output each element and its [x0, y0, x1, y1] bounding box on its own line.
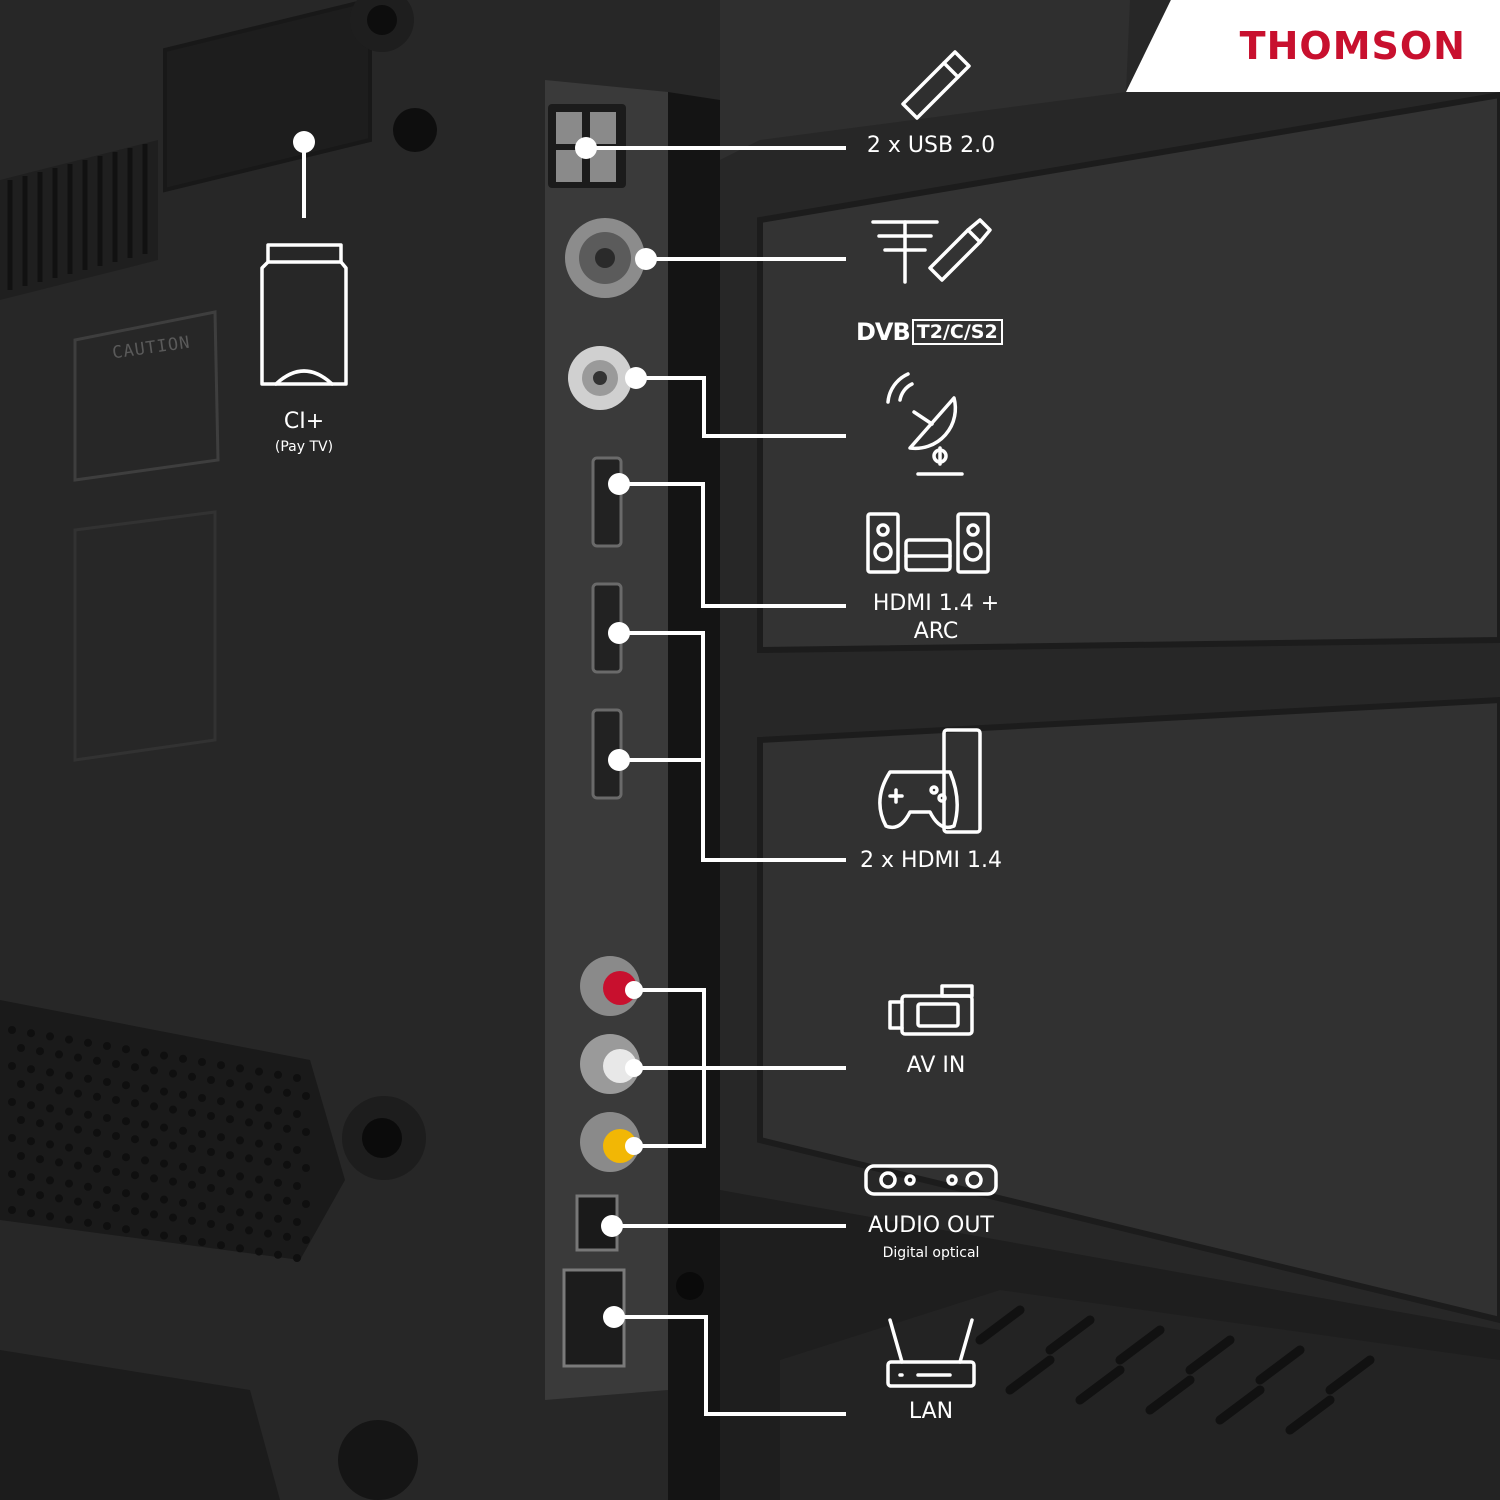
brand-logo: THOMSON	[1239, 24, 1466, 68]
audio-out-label: AUDIO OUT	[868, 1213, 994, 1238]
antenna-cable-icon	[871, 218, 992, 284]
audio-out-sublabel: Digital optical	[882, 1245, 980, 1261]
usb-stick-icon	[901, 50, 971, 120]
av-in-label: AV IN	[906, 1053, 966, 1078]
usb-label: 2 x USB 2.0	[866, 133, 996, 158]
callout-dots	[293, 131, 657, 1328]
camcorder-icon	[888, 984, 974, 1036]
dvb-logo: DVB T2/C/S2	[856, 318, 1003, 346]
hdmi-label: 2 x HDMI 1.4	[860, 848, 1002, 873]
hdmi-arc-port	[591, 456, 623, 548]
callout-lines	[302, 142, 846, 1416]
left-back-details	[0, 0, 437, 1500]
soundbar-icon	[864, 1164, 998, 1196]
dvb-standards: T2/C/S2	[911, 319, 1003, 345]
connector-strip	[545, 80, 720, 1500]
satellite-dish-icon	[886, 372, 964, 476]
ci-card-icon	[260, 243, 348, 386]
game-console-icon	[878, 728, 982, 834]
router-icon	[886, 1318, 976, 1388]
home-cinema-icon	[866, 512, 990, 574]
lan-label: LAN	[908, 1399, 954, 1424]
vent-slits	[975, 1305, 1375, 1435]
ci-label: CI+	[283, 409, 325, 434]
brand-logo-plate: THOMSON	[1126, 0, 1500, 92]
hdmi-arc-label-line1: HDMI 1.4 +	[872, 591, 1000, 616]
ci-sublabel: (Pay TV)	[274, 439, 334, 455]
rear-shell-panels	[720, 0, 1500, 1500]
dvb-mark: DVB	[856, 318, 911, 346]
hdmi-arc-label-line2: ARC	[913, 619, 959, 644]
speaker-grille	[8, 1026, 310, 1262]
